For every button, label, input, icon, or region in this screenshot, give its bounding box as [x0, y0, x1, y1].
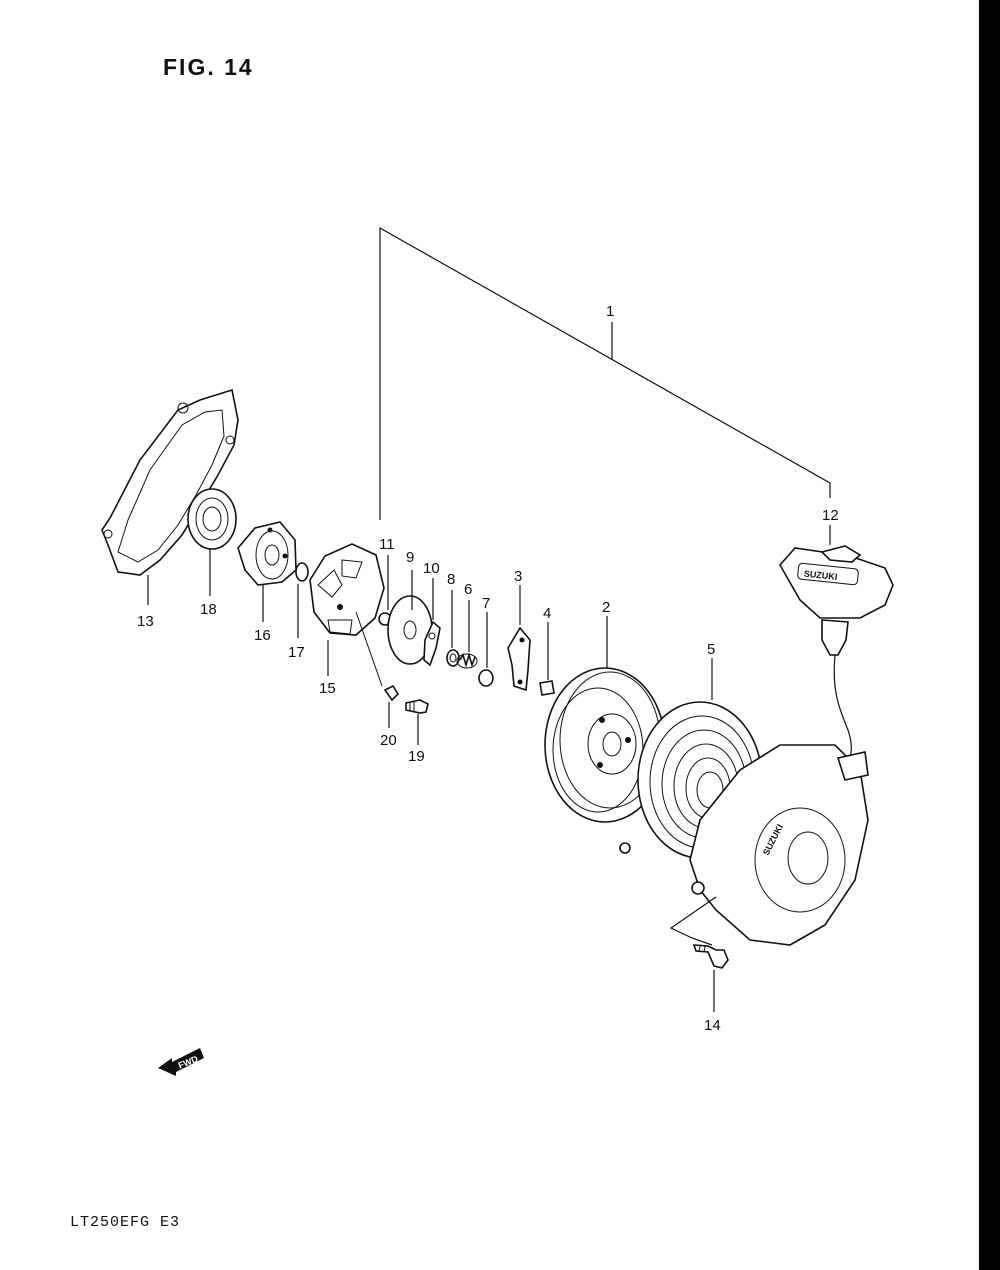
callout-17: 17	[288, 644, 305, 661]
fwd-label: FWD	[177, 1053, 200, 1070]
spring-6	[456, 652, 478, 669]
callout-5: 5	[707, 641, 715, 658]
assembly-bracket-1	[379, 226, 831, 520]
pin-4	[539, 680, 555, 696]
callout-14: 14	[704, 1017, 721, 1034]
callout-8: 8	[447, 571, 455, 588]
callout-6: 6	[464, 581, 472, 598]
callout-10: 10	[423, 560, 440, 577]
ratchet-guide-3	[507, 626, 531, 692]
o-ring-17	[295, 562, 309, 582]
callout-15: 15	[319, 680, 336, 697]
callout-18: 18	[200, 601, 217, 618]
handle-badge: SUZUKI	[803, 569, 837, 582]
nut-20	[383, 684, 400, 702]
callout-11: 11	[379, 536, 395, 553]
callout-16: 16	[254, 627, 271, 644]
callout-9: 9	[406, 549, 414, 566]
model-code: LT250EFG E3	[70, 1214, 181, 1231]
scan-edge-bar	[979, 0, 1000, 1270]
callout-19: 19	[408, 748, 425, 765]
gasket-13	[101, 388, 239, 576]
bolt-19	[405, 699, 429, 714]
figure-title: FIG. 14	[163, 54, 254, 80]
callout-2: 2	[602, 599, 610, 616]
bolt-14	[669, 896, 729, 969]
cap-7	[478, 669, 494, 687]
friction-plate-9	[387, 595, 433, 665]
fwd-arrow-icon: FWD	[158, 1048, 204, 1076]
callout-1: 1	[606, 303, 614, 320]
starter-drum-15	[309, 543, 385, 687]
callout-13: 13	[137, 613, 154, 630]
handle-12: SUZUKI	[779, 545, 894, 781]
callout-20: 20	[380, 732, 397, 749]
pawl-10	[423, 620, 441, 667]
callout-4: 4	[543, 605, 551, 622]
callout-7: 7	[482, 595, 490, 612]
callout-3: 3	[514, 568, 522, 585]
spring-8	[446, 649, 460, 667]
drive-hub-16	[237, 521, 297, 586]
callout-12: 12	[822, 507, 839, 524]
oil-seal-18	[187, 488, 237, 550]
starter-case: SUZUKI	[619, 744, 869, 946]
